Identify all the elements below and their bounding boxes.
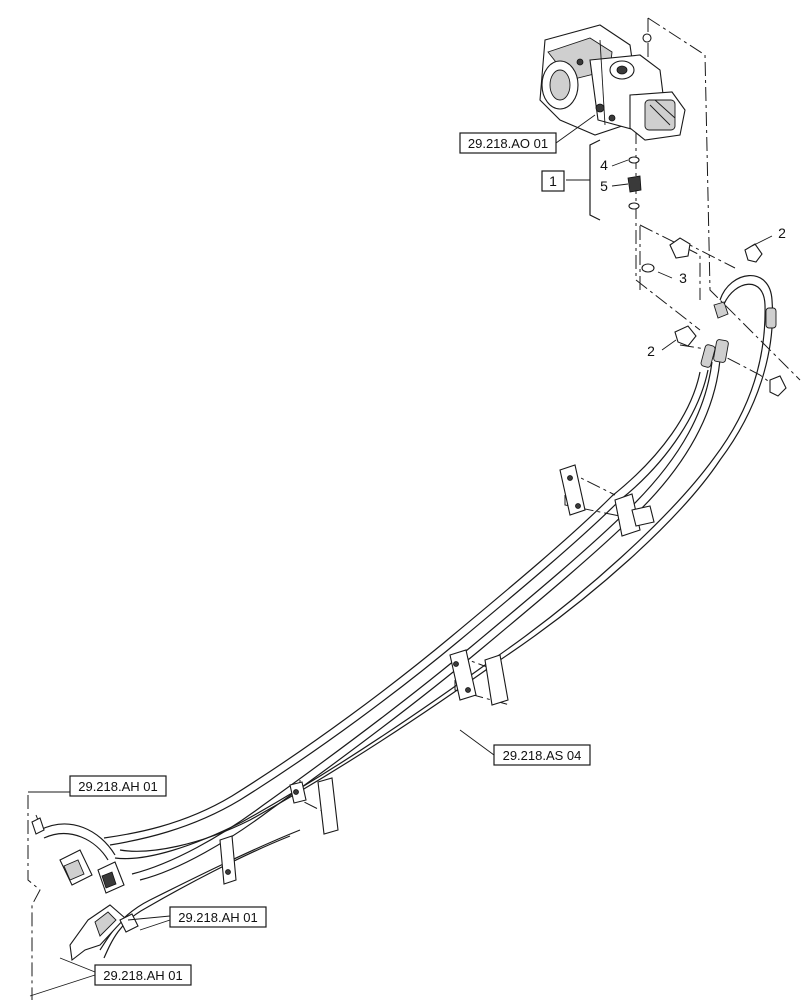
motor-reference-label-mid: 29.218.AH 01 <box>178 910 258 925</box>
pump-plug-parts <box>611 156 673 279</box>
pump-reference-box[interactable]: 29.218.AO 01 <box>459 132 557 154</box>
motor-reference-box-mid[interactable]: 29.218.AH 01 <box>169 906 267 928</box>
elbow-fittings <box>661 235 787 397</box>
hydraulic-hoses <box>39 275 777 959</box>
pump-ref-leader <box>555 114 596 144</box>
assembly-dash-lines <box>27 17 801 1000</box>
motor-reference-label-bottom: 29.218.AH 01 <box>103 968 183 983</box>
hydraulic-pump <box>539 24 686 141</box>
motor-reference-label-top: 29.218.AH 01 <box>78 779 158 794</box>
oring-3-shape <box>641 263 655 273</box>
hose-clamps <box>219 464 655 885</box>
callout-oring-4[interactable]: 4 <box>600 157 608 173</box>
kit-callout-box[interactable]: 1 <box>541 170 565 192</box>
callout-fitting-upper[interactable]: 2 <box>778 225 786 241</box>
motor-reference-box-top[interactable]: 29.218.AH 01 <box>69 775 167 797</box>
hose-reference-box[interactable]: 29.218.AS 04 <box>493 744 591 766</box>
callout-oring-3[interactable]: 3 <box>679 270 687 286</box>
motor-reference-box-bottom[interactable]: 29.218.AH 01 <box>94 964 192 986</box>
callout-fitting-lower[interactable]: 2 <box>647 343 655 359</box>
kit-bracket <box>589 139 601 221</box>
kit-callout-label: 1 <box>549 173 557 189</box>
hose-reference-label: 29.218.AS 04 <box>503 748 582 763</box>
callout-plug-5[interactable]: 5 <box>600 178 608 194</box>
motor-fittings <box>31 817 139 962</box>
pump-reference-label: 29.218.AO 01 <box>468 136 548 151</box>
